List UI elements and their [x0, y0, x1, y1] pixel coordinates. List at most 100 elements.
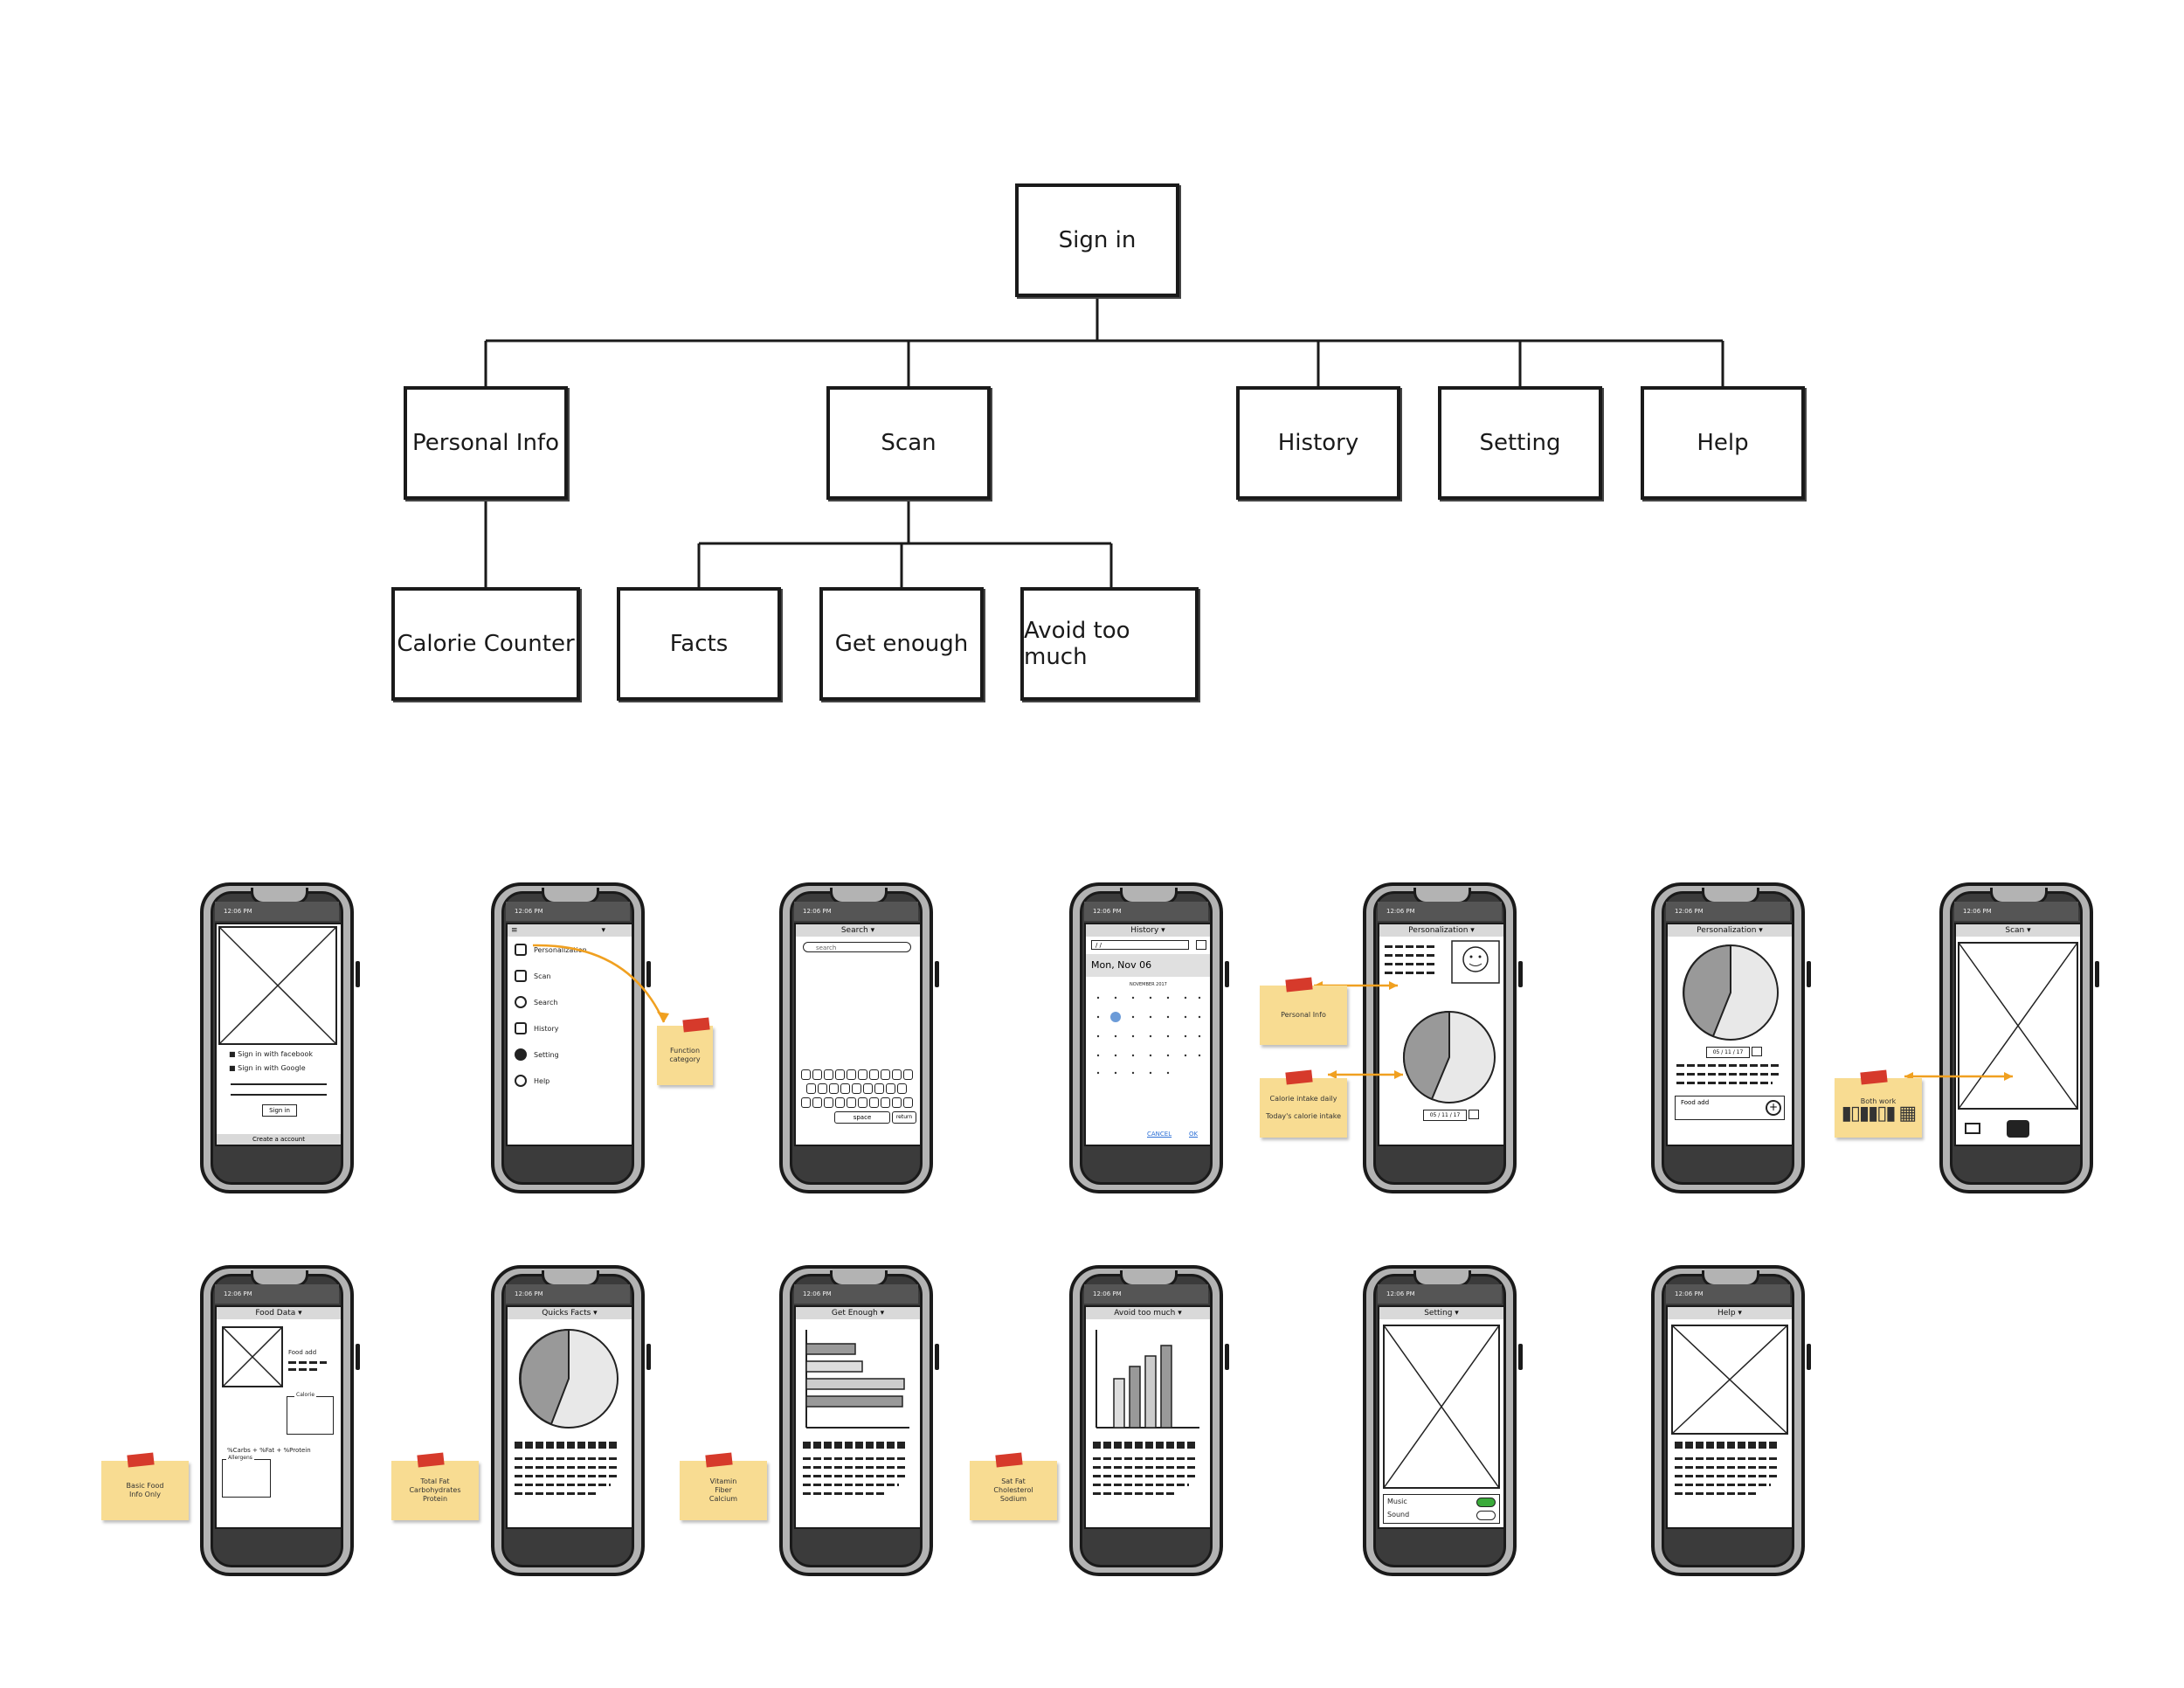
calorie-pie-chart: [1403, 1010, 1496, 1103]
phone-screen: Personalization ▾ 05 / 11 / 17: [1378, 923, 1505, 1146]
username-field[interactable]: [231, 1083, 327, 1085]
text-placeholder: [803, 1492, 887, 1495]
calendar-grid[interactable]: [1093, 991, 1203, 1078]
note-text: Personal Info: [1281, 1011, 1326, 1019]
note-text: Today's calorie intake: [1265, 1112, 1342, 1120]
text-placeholder: [288, 1368, 320, 1371]
text-placeholder: [803, 1475, 908, 1477]
menu-item-search[interactable]: Search: [515, 996, 557, 1008]
phone-scan: 12:06 PM Scan ▾: [1939, 882, 2099, 1193]
hamburger-icon[interactable]: ≡: [511, 926, 518, 935]
heading-placeholder: [1675, 1442, 1780, 1449]
phone-screen: Avoid too much ▾: [1084, 1305, 1212, 1529]
search-input[interactable]: search: [803, 942, 911, 952]
sound-toggle[interactable]: [1476, 1511, 1496, 1520]
macros-label: %Carbs + %Fat + %Protein: [227, 1447, 311, 1454]
text-placeholder: [1093, 1466, 1198, 1469]
annotation-arrow: [532, 944, 669, 1023]
return-key[interactable]: return: [892, 1111, 916, 1124]
phone-screen: Scan ▾: [1954, 923, 2082, 1146]
phone-screen: Get Enough ▾: [794, 1305, 922, 1529]
text-placeholder: [515, 1457, 619, 1460]
menu-label: Personalization: [534, 945, 587, 954]
camera-viewfinder[interactable]: [1958, 942, 2078, 1110]
node-setting: Setting: [1438, 386, 1602, 500]
heading-placeholder: [1093, 1442, 1198, 1449]
menu-item-scan[interactable]: Scan: [515, 970, 550, 982]
facebook-signin-link[interactable]: ■ Sign in with facebook: [229, 1050, 313, 1058]
keyboard-row-1[interactable]: [801, 1069, 913, 1080]
phone-screen: Food Data ▾ Food add Calorie %Carbs + %F…: [215, 1305, 342, 1529]
phone-history: 12:06 PM History ▾ / / Mon, Nov 06 NOVEM…: [1069, 882, 1229, 1193]
note-text: Total Fat: [420, 1477, 450, 1485]
calendar-cancel-button[interactable]: CANCEL: [1147, 1131, 1172, 1138]
calendar-ok-button[interactable]: OK: [1189, 1131, 1199, 1138]
calorie-label: Calorie: [294, 1392, 317, 1398]
node-help: Help: [1641, 386, 1805, 500]
gallery-icon[interactable]: [1965, 1123, 1980, 1134]
facebook-icon: ■: [229, 1050, 236, 1058]
menu-item-setting[interactable]: Setting: [515, 1048, 559, 1061]
sign-in-button[interactable]: Sign in: [262, 1104, 297, 1117]
app-bar: Setting ▾: [1379, 1307, 1503, 1319]
app-bar: Help ▾: [1668, 1307, 1792, 1319]
menu-item-personalization[interactable]: Personalization: [515, 944, 587, 956]
status-bar: 12:06 PM: [215, 902, 339, 921]
calendar-icon[interactable]: [1196, 940, 1206, 950]
keyboard-row-2[interactable]: [806, 1083, 907, 1094]
text-placeholder: [1676, 1073, 1781, 1076]
facebook-label: Sign in with facebook: [238, 1050, 313, 1058]
sound-label: Sound: [1387, 1511, 1410, 1519]
status-bar: 12:06 PM: [794, 1284, 918, 1304]
food-add-field[interactable]: Food add: [1675, 1096, 1785, 1120]
calorie-pie-chart: [1683, 944, 1779, 1041]
space-key[interactable]: space: [834, 1111, 890, 1124]
phone-screen: Quicks Facts ▾: [506, 1305, 633, 1529]
screen-title: Avoid too much: [1114, 1309, 1176, 1318]
chevron-down-icon[interactable]: ▾: [601, 926, 605, 935]
phone-menu: 12:06 PM ≡▾ Personalization Scan Search …: [491, 882, 651, 1193]
date-input[interactable]: 05 / 11 / 17: [1706, 1047, 1750, 1058]
date-input[interactable]: 05 / 11 / 17: [1423, 1110, 1467, 1121]
phone-screen: ≡▾ Personalization Scan Search History S…: [506, 923, 633, 1146]
menu-label: Search: [534, 998, 558, 1007]
text-placeholder: [1676, 1064, 1781, 1067]
menu-item-history[interactable]: History: [515, 1022, 558, 1034]
google-signin-link[interactable]: ■ Sign in with Google: [229, 1064, 306, 1072]
text-placeholder: [515, 1466, 619, 1469]
help-icon: [515, 1075, 527, 1087]
create-account-link[interactable]: Create a account: [217, 1134, 341, 1145]
status-bar: 12:06 PM: [794, 902, 918, 921]
app-bar: History ▾: [1086, 924, 1210, 937]
node-scan: Scan: [826, 386, 991, 500]
music-toggle[interactable]: [1476, 1498, 1496, 1507]
calendar-icon[interactable]: [1752, 1047, 1762, 1056]
phone-get-enough: 12:06 PM Get Enough ▾: [779, 1265, 939, 1576]
nutrient-bar-chart: [805, 1330, 909, 1429]
app-bar: Quicks Facts ▾: [508, 1307, 632, 1319]
camera-shutter-icon[interactable]: [2007, 1120, 2029, 1138]
date-input[interactable]: / /: [1091, 940, 1189, 950]
status-bar: 12:06 PM: [1084, 1284, 1208, 1304]
text-placeholder: [1385, 972, 1437, 974]
menu-item-help[interactable]: Help: [515, 1075, 549, 1087]
password-field[interactable]: [231, 1094, 327, 1096]
node-avoid-too-much: Avoid too much: [1020, 587, 1199, 701]
image-placeholder: [1671, 1325, 1788, 1435]
image-placeholder: [1383, 1325, 1500, 1489]
status-bar: 12:06 PM: [506, 1284, 630, 1304]
note-text: Sat Fat: [1001, 1477, 1026, 1485]
text-placeholder: [288, 1361, 327, 1364]
selected-date: Mon, Nov 06: [1086, 954, 1210, 977]
calendar-icon[interactable]: [1469, 1110, 1479, 1119]
menu-label: Setting: [534, 1050, 559, 1059]
text-placeholder: [803, 1484, 899, 1486]
allergens-label: Allergens: [226, 1455, 254, 1461]
add-icon[interactable]: +: [1766, 1100, 1781, 1116]
food-add-label[interactable]: Food add: [288, 1349, 317, 1356]
keyboard-row-3[interactable]: [801, 1097, 913, 1108]
app-bar: ≡▾: [508, 924, 632, 937]
